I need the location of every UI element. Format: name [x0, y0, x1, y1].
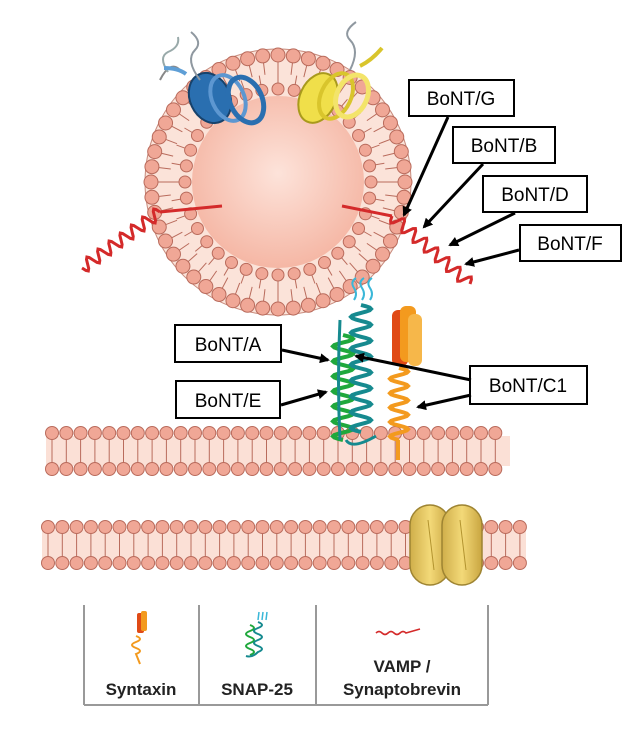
label-bont-d: BoNT/D: [482, 175, 588, 213]
label-bont-c1: BoNT/C1: [469, 365, 588, 405]
arrow-bont-f: [464, 248, 520, 267]
label-bont-f-text: BoNT/F: [537, 234, 602, 255]
legend-vamp-text-1: VAMP /: [374, 657, 431, 676]
snap25-complex: [330, 277, 377, 446]
arrow-bont-d: [448, 211, 516, 247]
legend-syntaxin-text: Syntaxin: [106, 680, 177, 699]
label-bont-d-text: BoNT/D: [501, 185, 569, 206]
snap25-icon: [245, 611, 268, 658]
syntaxin-icon: [131, 611, 147, 665]
arrow-bont-c1-syntaxin: [416, 393, 472, 411]
label-bont-b-text: BoNT/B: [471, 136, 538, 157]
vesicle-protein-blue: [159, 31, 267, 126]
vesicle-protein-yellow: [297, 21, 384, 124]
arrow-bont-a: [281, 348, 330, 364]
arrow-bont-g: [402, 116, 450, 217]
legend-vamp: VAMP / Synaptobrevin: [343, 628, 461, 699]
label-bont-a: BoNT/A: [174, 324, 282, 363]
legend-vamp-text-2: Synaptobrevin: [343, 680, 461, 699]
channel-icon: [409, 504, 483, 586]
legend-snap25-text: SNAP-25: [221, 680, 293, 699]
label-bont-e: BoNT/E: [175, 380, 281, 419]
arrows: [280, 116, 520, 411]
legend-syntaxin: Syntaxin: [106, 611, 177, 699]
label-bont-a-text: BoNT/A: [195, 335, 262, 356]
legend: Syntaxin SNAP-25 VAMP / Synaptobrevin: [83, 605, 489, 706]
arrow-bont-c1-snap: [354, 352, 472, 382]
label-bont-e-text: BoNT/E: [195, 391, 262, 412]
arrow-bont-e: [280, 389, 328, 407]
arrow-bont-b: [422, 162, 485, 229]
upper-membrane: [45, 426, 510, 476]
vamp-left: [81, 204, 223, 273]
label-bont-g: BoNT/G: [408, 79, 515, 117]
label-bont-f: BoNT/F: [519, 224, 622, 262]
vesicle-icon: [143, 47, 413, 317]
vamp-icon: [375, 628, 421, 636]
legend-snap25: SNAP-25: [221, 611, 293, 699]
label-bont-g-text: BoNT/G: [427, 89, 496, 110]
label-bont-b: BoNT/B: [452, 126, 556, 164]
syntaxin-complex: [387, 306, 422, 460]
vamp-right: [341, 204, 473, 285]
label-bont-c1-text: BoNT/C1: [489, 376, 567, 397]
